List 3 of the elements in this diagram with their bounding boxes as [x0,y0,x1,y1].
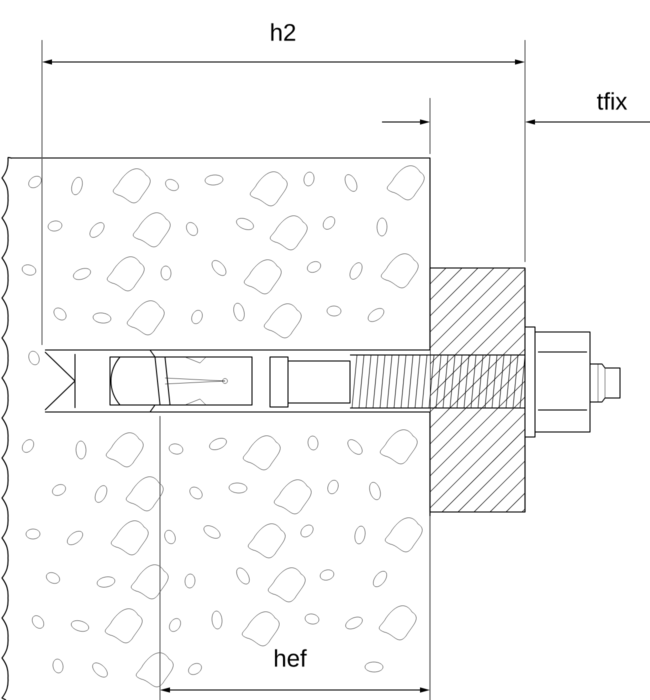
dimension-label: h2 [271,23,296,41]
dimension-label: tfix [597,92,628,110]
dimension-label: hef [274,649,307,667]
